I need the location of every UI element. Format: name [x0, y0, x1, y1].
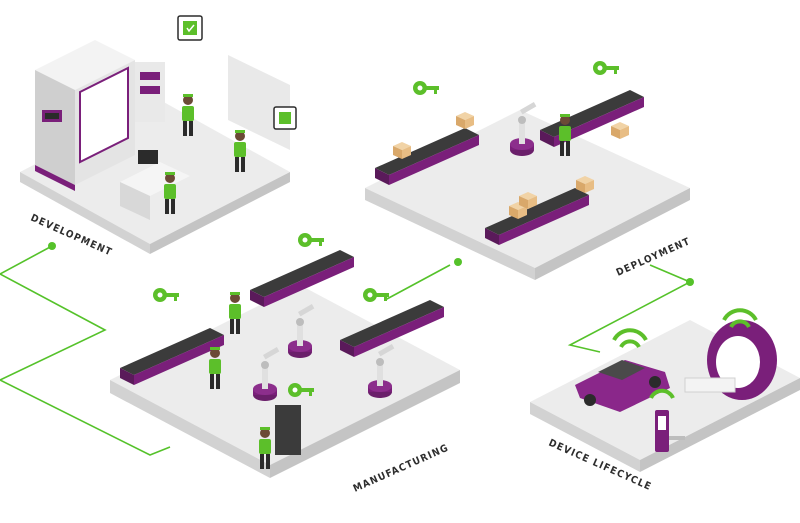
box-icon: [611, 122, 629, 139]
link-deployment-lifecycle: [567, 264, 692, 353]
mri-scanner-icon: [684, 320, 777, 400]
device-lifecycle-zone: [530, 308, 800, 472]
key-icon: [413, 81, 439, 95]
key-icon: [153, 288, 179, 302]
connector-dot: [48, 242, 56, 250]
deployment-zone: [365, 61, 690, 280]
key-icon: [298, 233, 324, 247]
development-zone: [20, 15, 297, 254]
box-icon: [456, 112, 474, 129]
link-development-manufacturing: [0, 245, 171, 456]
label-manufacturing: MANUFACTURING: [352, 443, 451, 495]
smart-lock-icon: [655, 410, 685, 452]
link-manufacturing-deployment: [384, 264, 451, 301]
conveyor-icon: [540, 90, 644, 147]
label-deployment: DEPLOYMENT: [615, 236, 693, 279]
chip-shield-icon: [177, 15, 203, 41]
key-icon: [593, 61, 619, 75]
connector-dot: [454, 258, 462, 266]
connection-lines: [0, 245, 692, 456]
manufacturing-zone: [110, 233, 460, 478]
connector-dot: [686, 278, 694, 286]
chip-shield-icon: [273, 106, 297, 130]
car-icon: [575, 360, 670, 412]
key-icon: [363, 288, 389, 302]
terminal: [275, 405, 301, 455]
wifi-signal-icon: [612, 308, 758, 399]
